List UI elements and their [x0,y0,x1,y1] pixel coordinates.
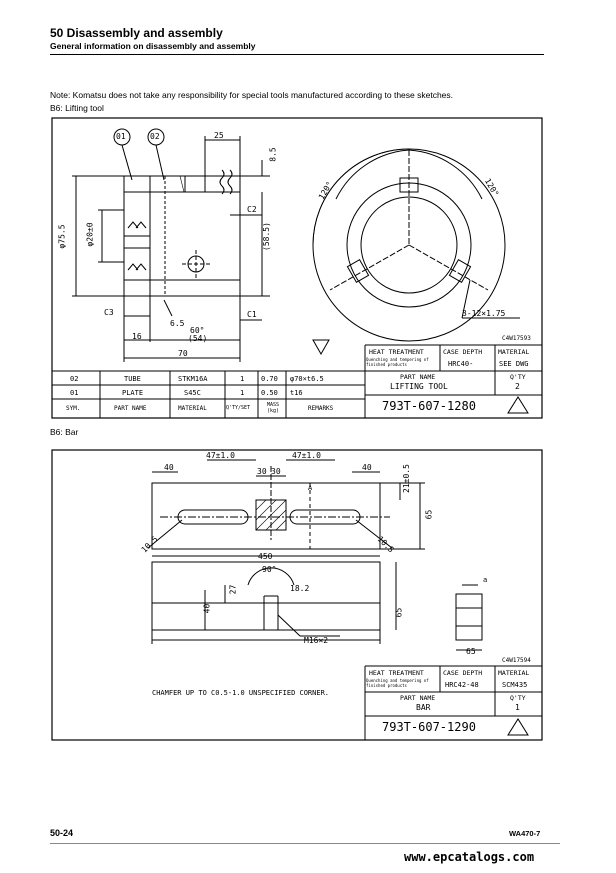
bom-row-qty: 1 [240,375,245,383]
section-label-bar: B6: Bar [50,427,79,437]
bom-head-mass: MASS (kg) [266,402,280,414]
bar-section-a: A [308,484,313,492]
bom-head-name: PART NAME [114,405,147,412]
balloon-01: 01 [116,132,126,141]
tb1-case-depth: CASE DEPTH [443,348,483,356]
footer-rule [50,843,560,844]
tb1-part-name: LIFTING TOOL [390,382,448,391]
drawing-number-2: C4W17594 [502,657,531,664]
bar-dim-40-front: 40 [202,603,212,614]
bar-dim-a: a [483,576,488,584]
bom-row-name: TUBE [124,375,141,383]
dim-c3: C3 [104,308,114,317]
bar-dim-47-right: 47±1.0 [292,451,321,460]
dim-60deg: 60° [190,326,205,335]
tb2-material: MATERIAL [498,669,530,677]
bar-dim-450: 450 [258,552,273,561]
tb1-material-value: SEE DWG [499,360,529,368]
tb1-qty: 2 [515,382,520,391]
tb2-qty: 1 [515,703,520,712]
bom-row-sym: 02 [70,375,79,383]
dim-c2: C2 [247,205,257,214]
bom-row-material: S45C [184,389,201,397]
bar-dim-65-front: 65 [394,607,404,618]
bar-dim-40-left: 40 [164,463,174,472]
tb1-case-value: HRC40- [448,360,474,368]
bar-dim-65-top: 65 [424,509,434,520]
bar-dim-90deg: 90° [262,565,277,574]
dim-6-5: 6.5 [170,319,185,328]
tb2-material-value: SCM435 [502,681,528,689]
bom-row-name: PLATE [122,389,144,397]
tb1-part-name-head: PART NAME [400,373,436,381]
bar-dim-40-right: 40 [362,463,372,472]
tb2-part-name-head: PART NAME [400,694,436,702]
bom-head-remarks: REMARKS [308,405,334,412]
bom-row-qty: 1 [240,389,245,397]
tb1-heat-note: Quenching and tempering of finished prod… [366,357,429,367]
site-watermark[interactable]: www.epcatalogs.com [404,850,535,864]
dim-70: 70 [178,349,188,358]
bom-row-remarks: φ70×t6.5 [290,375,324,383]
dim-thread: 3-12×1.75 [462,309,506,318]
tb2-heat-note: Quenching and tempering of finished prod… [366,678,429,688]
tb1-heat-treatment: HEAT TREATMENT [369,348,424,356]
bar-dim-30-left: 30 [257,467,267,476]
disclaimer-note: Note: Komatsu does not take any responsi… [50,90,454,100]
bom-head-material: MATERIAL [178,405,207,412]
dim-c1: C1 [247,310,257,319]
bar-dim-18-2: 18.2 [290,584,310,593]
bom-head-qty: Q'TY/SET [226,405,251,411]
bar-dim-30-right: 30 [271,467,281,476]
bar-dim-47-left: 47±1.0 [206,451,235,460]
chamfer-note: CHAMFER UP TO C0.5-1.0 UNSPECIFIED CORNE… [152,689,330,697]
tb1-qty-head: Q'TY [510,373,526,381]
section-label-lifting-tool: B6: Lifting tool [50,103,104,113]
balloon-02: 02 [150,132,160,141]
header-rule [50,54,544,55]
page-subtitle: General information on disassembly and a… [50,41,256,51]
bar-dim-21: 21±0.5 [401,464,411,493]
bom-row-sym: 01 [70,389,79,397]
tb2-case-depth: CASE DEPTH [443,669,483,677]
bom-row-material: STKM16A [178,375,208,383]
tb2-qty-head: Q'TY [510,694,526,702]
drawing-number-1: C4W17593 [502,335,531,342]
tb2-part-name: BAR [416,703,431,712]
dim-25: 25 [214,131,224,140]
bom-row-mass: 0.50 [261,389,278,397]
bom-row-mass: 0.70 [261,375,278,383]
page-number: 50-24 [50,828,74,838]
dim-54: (54) [188,334,208,343]
tb2-part-number: 793T-607-1290 [382,720,476,734]
dim-16: 16 [132,332,142,341]
bom-head-sym: SYM. [66,405,81,412]
tb2-heat-treatment: HEAT TREATMENT [369,669,424,677]
model-code: WA470-7 [509,829,541,838]
bar-dim-65-side: 65 [466,647,476,656]
bar-dim-m16: M16×2 [304,636,329,645]
tb1-material: MATERIAL [498,348,530,356]
bar-dim-27: 27 [228,584,238,595]
bom-row-remarks: t16 [290,389,303,397]
tb1-part-number: 793T-607-1280 [382,399,476,413]
tb2-case-value: HRC42-48 [445,681,479,689]
page-title: 50 Disassembly and assembly [50,26,223,40]
